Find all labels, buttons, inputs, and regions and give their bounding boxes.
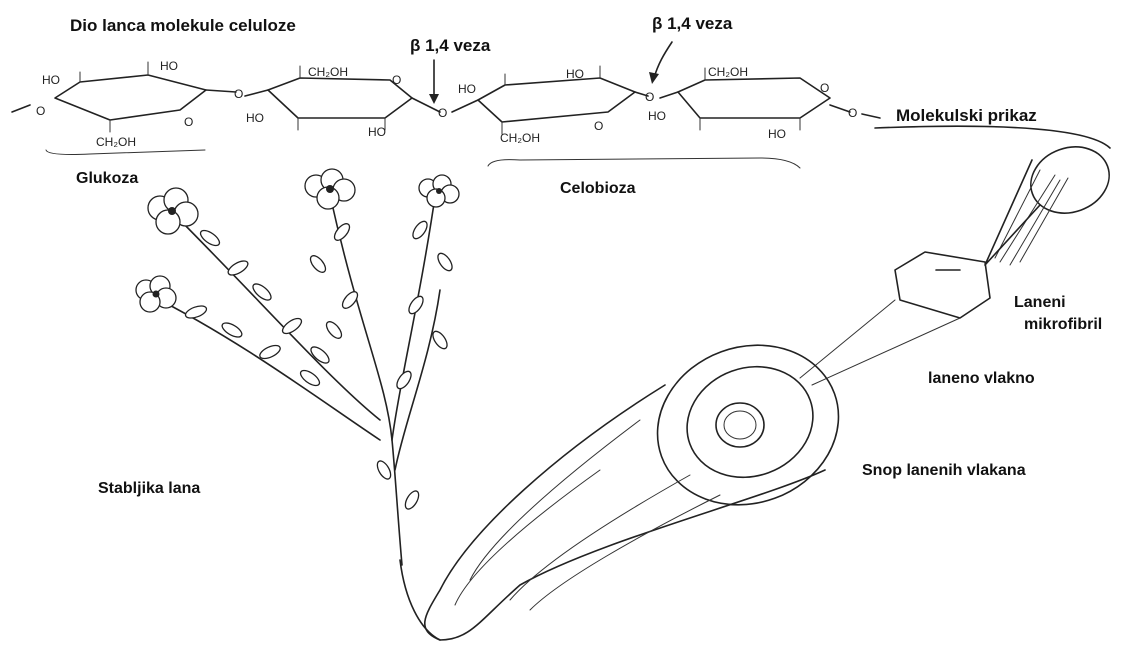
ch2oh-label: CH₂OH: [500, 131, 540, 145]
bond-label-2: β 1,4 veza: [652, 14, 732, 34]
flax-leaves: [184, 219, 455, 511]
flower-icon: [136, 276, 176, 312]
flax-plant-drawing: [136, 169, 459, 565]
glucose-ring-4: [678, 78, 830, 118]
cellobiose-label: Celobioza: [560, 180, 636, 198]
ho-label: HO: [368, 125, 386, 139]
ho-label: HO: [458, 82, 476, 96]
molecular-representation-label: Molekulski prikaz: [896, 106, 1037, 126]
glycosidic-oxygen-label: O: [438, 106, 447, 120]
ring-oxygen-label: O: [820, 81, 829, 95]
glucose-ring-2: [268, 78, 412, 118]
ho-label: HO: [648, 109, 666, 123]
bond-label-1: β 1,4 veza: [410, 36, 490, 56]
glucose-ring-1: [55, 75, 206, 120]
ho-label: HO: [42, 73, 60, 87]
fiber-bundle-label: Snop lanenih vlakana: [862, 462, 1026, 480]
flower-icon: [305, 169, 355, 209]
flower-icon: [148, 188, 198, 234]
glucose-brace: [46, 150, 205, 155]
glucose-ring-3: [478, 78, 635, 122]
flax-fiber-label: laneno vlakno: [928, 370, 1035, 388]
glycosidic-oxygen-label: O: [645, 90, 654, 104]
flax-stem-label: Stabljika lana: [98, 480, 200, 498]
ho-label: HO: [246, 111, 264, 125]
ring-oxygen-label: O: [594, 119, 603, 133]
ring-oxygen-label: O: [184, 115, 193, 129]
ch2oh-label: CH₂OH: [708, 65, 748, 79]
ho-label: HO: [566, 67, 584, 81]
cellulose-chain: HO O HO CH₂OH O O CH₂OH O HO HO O HO HO …: [12, 42, 880, 168]
arrow-head-icon: [429, 94, 439, 104]
flower-icon: [419, 175, 459, 207]
microfibril-label-line2: mikrofibril: [1024, 316, 1102, 334]
microfibril-label-line1: Laneni: [1014, 294, 1066, 312]
cellobiose-brace: [488, 158, 800, 168]
chain-title: Dio lanca molekule celuloze: [70, 16, 296, 36]
ring-oxygen-label: O: [36, 104, 45, 118]
fiber-bundle-drawing: [400, 320, 861, 640]
arrow-head-icon: [649, 72, 659, 84]
ho-label: HO: [160, 59, 178, 73]
ch2oh-label: CH₂OH: [96, 135, 136, 149]
ho-label: HO: [768, 127, 786, 141]
ch2oh-label: CH₂OH: [308, 65, 348, 79]
glucose-label: Glukoza: [76, 170, 138, 188]
glycosidic-oxygen-label: O: [848, 106, 857, 120]
microfibril-drawing: [800, 126, 1119, 385]
ring-oxygen-label: O: [392, 73, 401, 87]
glycosidic-oxygen-label: O: [234, 87, 243, 101]
